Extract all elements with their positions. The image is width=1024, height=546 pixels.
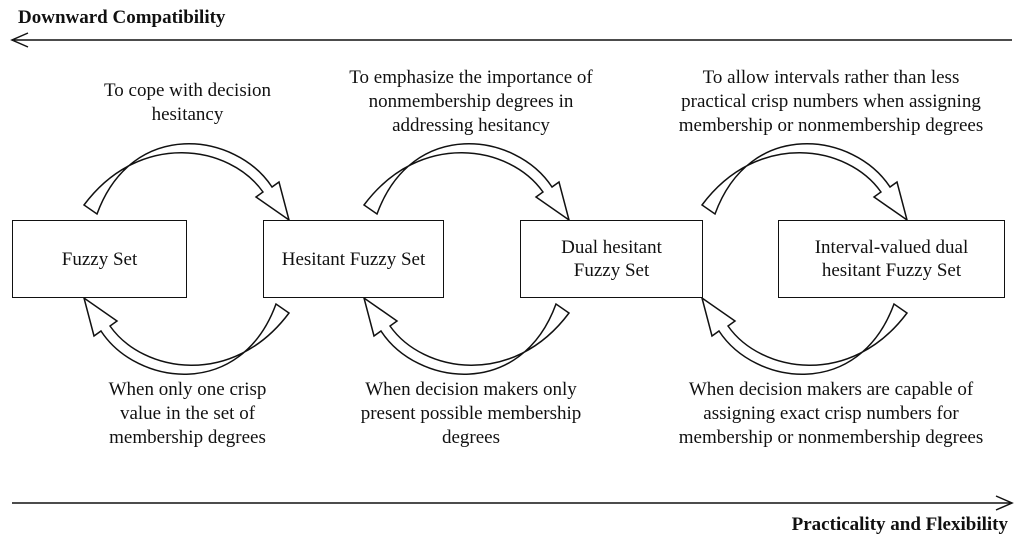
box-interval-valued-dual-hesitant-fuzzy-set: Interval-valued dual hesitant Fuzzy Set bbox=[778, 220, 1005, 298]
box-label: Fuzzy Set bbox=[61, 248, 138, 270]
forward-arrow-2 bbox=[362, 143, 571, 222]
backward-reason-1: When only one crisp value in the set of … bbox=[108, 379, 267, 448]
backward-arrow-3 bbox=[700, 296, 909, 375]
forward-reason-2: To emphasize the importance of nonmember… bbox=[349, 67, 593, 136]
box-label: Interval-valued dual hesitant Fuzzy Set bbox=[814, 237, 969, 281]
practicality-flexibility-label: Practicality and Flexibility bbox=[791, 514, 1008, 535]
downward-compatibility-label: Downward Compatibility bbox=[18, 7, 226, 28]
forward-arrow-1 bbox=[82, 143, 291, 222]
backward-reason-3: When decision makers are capable of assi… bbox=[678, 379, 984, 448]
downward-compatibility-arrow bbox=[10, 32, 1012, 48]
box-label: Dual hesitant Fuzzy Set bbox=[561, 237, 662, 281]
forward-reason-3: To allow intervals rather than less prac… bbox=[678, 67, 984, 136]
backward-reason-2: When decision makers only present possib… bbox=[360, 379, 582, 448]
practicality-flexibility-arrow bbox=[12, 495, 1014, 511]
backward-arrow-2 bbox=[362, 296, 571, 375]
box-fuzzy-set: Fuzzy Set bbox=[12, 220, 187, 298]
backward-arrow-1 bbox=[82, 296, 291, 375]
forward-arrow-3 bbox=[700, 143, 909, 222]
forward-reason-1: To cope with decision hesitancy bbox=[104, 80, 271, 125]
box-label: Hesitant Fuzzy Set bbox=[281, 248, 426, 270]
box-dual-hesitant-fuzzy-set: Dual hesitant Fuzzy Set bbox=[520, 220, 703, 298]
box-hesitant-fuzzy-set: Hesitant Fuzzy Set bbox=[263, 220, 444, 298]
